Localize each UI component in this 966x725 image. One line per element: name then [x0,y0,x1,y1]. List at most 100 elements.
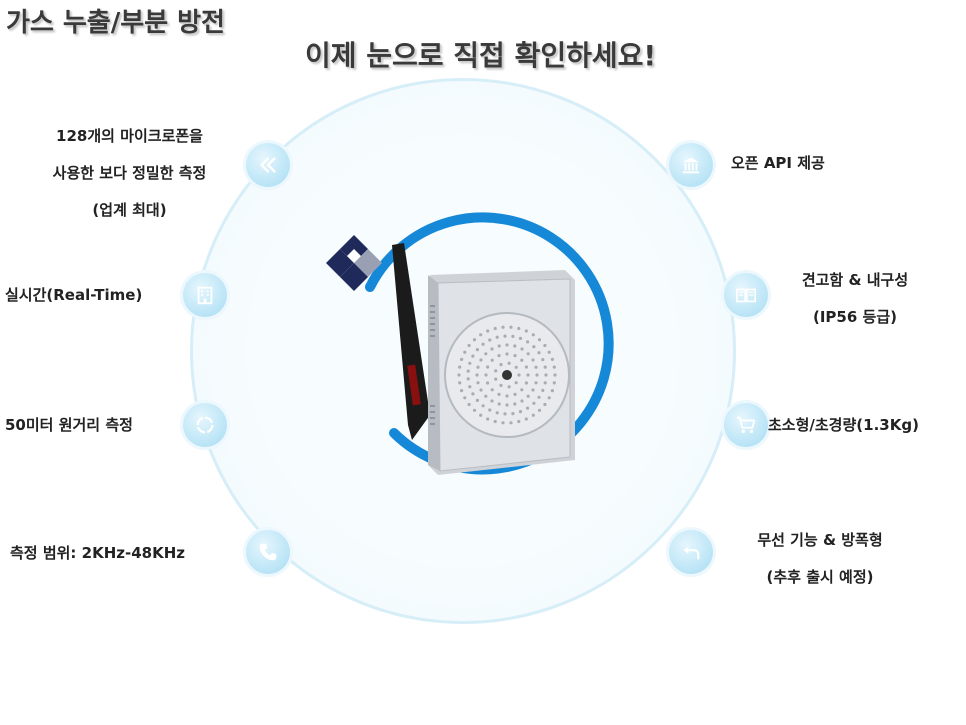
mic-hole [524,417,528,421]
mic-hole [466,369,470,373]
mic-hole [541,388,545,392]
mic-hole [543,381,547,385]
mic-hole [526,340,530,344]
mic-hole [490,399,494,403]
mic-hole [513,344,517,348]
mic-hole [495,335,499,339]
mic-hole [505,394,509,398]
mic-hole [479,413,483,417]
mic-hole [513,402,517,406]
mic-hole [458,365,462,369]
mic-hole [476,365,480,369]
mic-hole [531,388,535,392]
mic-hole [543,343,547,348]
mic-hole [544,373,548,377]
mic-hole [486,365,490,369]
mic-hole [517,373,521,377]
mic-hole [493,419,497,424]
left-feature-3: 50미터 원거리 측정 [5,416,133,434]
left-feature-2: 실시간(Real-Time) [5,286,143,304]
mic-hole [493,326,497,331]
mic-hole [535,373,539,377]
mic-hole [479,333,483,337]
mic-hole [509,325,513,329]
mic-hole [520,358,524,362]
mic-hole [505,352,509,356]
mic-hole [484,352,488,356]
mic-hole [511,334,515,338]
mic-hole [481,404,485,408]
mic-hole [457,373,461,377]
mic-hole [513,392,517,396]
bank-icon [669,143,713,187]
mic-hole [484,373,488,377]
mic-hole [547,396,551,400]
mic-hole [518,336,523,340]
phone-icon [246,530,290,574]
mic-hole [497,392,501,396]
mic-hole [463,396,467,400]
mic-hole [552,365,556,369]
left-feature-4: 측정 범위: 2KHz-48KHz [10,544,185,562]
mic-hole [509,421,513,425]
mic-hole [460,357,464,361]
mic-hole [497,344,501,348]
mic-hole [550,389,554,393]
mic-hole [514,381,518,385]
left-feature-1-line3: (업계 최대) [92,201,167,219]
mic-hole [468,385,472,389]
mic-hole [501,325,505,329]
mic-hole [520,388,524,392]
mic-hole [486,381,490,385]
right-feature-4: 무선 기능 & 방폭형 (추후 출시 예정) [725,522,915,596]
mic-hole [514,365,518,369]
mic-hole [537,408,542,412]
mic-hole [486,329,490,333]
mic-hole [503,334,507,338]
mic-hole [543,402,547,407]
left-feature-1-line2: 사용한 보다 정밀한 측정 [52,164,207,182]
mic-hole [501,421,505,425]
mic-hole [494,369,498,373]
mic-hole [511,412,515,416]
antenna [392,243,430,440]
chevrons-left-icon [246,143,290,187]
mic-hole [503,412,507,416]
mic-hole [537,351,541,355]
device-body [428,270,575,475]
mic-hole [532,401,536,405]
mic-hole [541,358,545,362]
mic-hole [537,395,541,399]
mic-hole [471,392,475,396]
mic-hole [547,350,551,354]
mic-hole [458,381,462,385]
mic-hole [553,373,557,377]
right-feature-4-line2: (추후 출시 예정) [766,568,874,586]
mic-hole [466,377,470,381]
mic-hole [505,403,509,407]
mic-hole [471,354,475,358]
mic-hole [534,365,538,369]
mic-hole [517,419,521,424]
mic-hole [531,358,535,362]
mic-hole [543,365,547,369]
mic-hole [517,326,521,331]
mic-hole [467,343,471,348]
book-icon [724,273,768,317]
mic-hole [513,354,517,358]
mic-hole [532,345,536,349]
mic-hole [490,388,494,392]
mic-hole [526,352,530,356]
mic-hole [484,394,488,398]
mic-hole [468,361,472,365]
mic-hole [518,410,523,414]
mic-hole [490,347,494,351]
mic-hole [524,365,528,369]
headline-line1: 가스 누출/부분 방전 [6,8,225,38]
mic-hole [531,413,535,417]
mic-hole [537,338,542,342]
right-feature-3: 초소형/초경량(1.3Kg) [768,416,919,434]
circle-icon [183,403,227,447]
mic-hole [460,389,464,393]
mic-hole [481,342,485,346]
